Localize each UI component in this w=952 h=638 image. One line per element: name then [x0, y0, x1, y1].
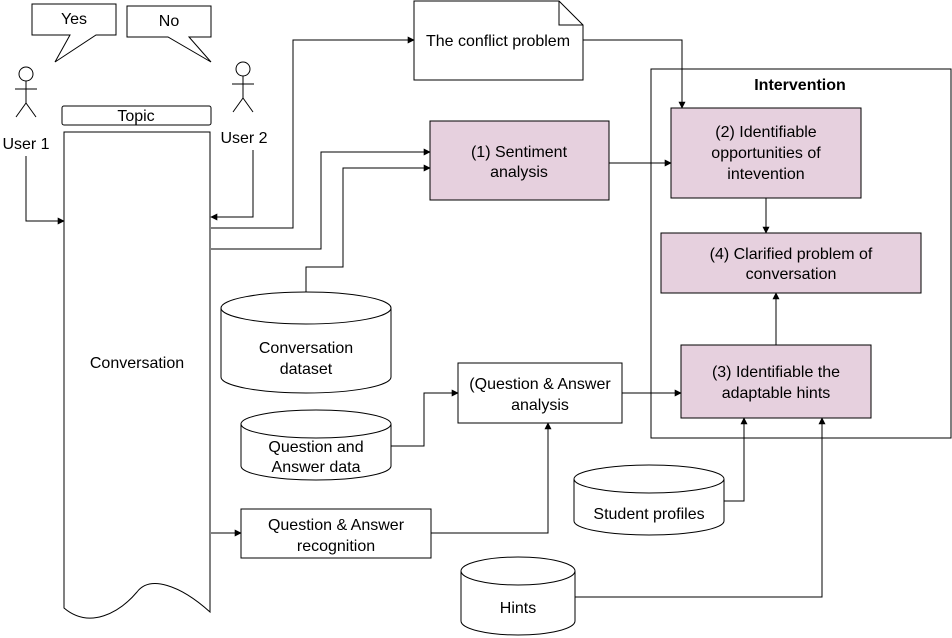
user1-actor-icon: [15, 66, 37, 118]
sentiment-analysis-box: [429, 120, 610, 201]
arrow-qadata-qaanalysis: [391, 389, 459, 447]
arrow-conversation-sentiment: [211, 148, 431, 250]
student-profiles-label: Student profiles: [593, 506, 704, 523]
conflict-problem-note: The conflict problem: [413, 0, 584, 81]
qa-data-line1: Question and: [268, 439, 363, 456]
conv-dataset-line1: Conversation: [259, 340, 353, 357]
arrow-user1-conversation: [25, 156, 65, 225]
speech-bubble-no: No: [126, 5, 212, 63]
user2-label: User 2: [220, 130, 267, 147]
user2-actor-icon: [232, 61, 254, 113]
conversation-box: [63, 131, 211, 619]
hints-identify-line2: adaptable hints: [722, 385, 831, 402]
qa-analysis-line2: analysis: [511, 397, 569, 414]
hints-identify-line1: (3) Identifiable the: [712, 364, 840, 381]
opportunities-line1: (2) Identifiable: [715, 124, 816, 141]
qa-data-line2: Answer data: [272, 459, 361, 476]
qa-analysis-box: [457, 362, 623, 424]
qa-recognition-line1: Question & Answer: [268, 517, 405, 534]
sentiment-line1: (1) Sentiment: [471, 144, 568, 161]
clarified-problem-box: [660, 232, 922, 294]
conversation-label: Conversation: [90, 355, 184, 372]
opportunities-line2: opportunities of: [711, 145, 821, 162]
conv-dataset-line2: dataset: [280, 361, 333, 378]
qa-analysis-line1: (Question & Answer: [469, 376, 611, 393]
hints-cylinder: Hints: [460, 556, 576, 636]
sentiment-line2: analysis: [490, 164, 548, 181]
arrow-user2-conversation: [210, 150, 254, 221]
opportunities-box: [670, 107, 862, 199]
topic-label: Topic: [117, 108, 154, 125]
arrow-conversation-conflict: [211, 36, 415, 229]
arrow-conflict-opportunities: [583, 39, 686, 109]
arrow-dataset-sentiment: [305, 164, 431, 292]
conflict-problem-label: The conflict problem: [426, 33, 570, 50]
topic-box: [61, 105, 212, 126]
conversation-dataset-cylinder: Conversation dataset: [220, 291, 392, 394]
speech-bubble-yes: Yes: [31, 3, 117, 63]
arrow-qarecognition-qaanalysis: [431, 422, 552, 534]
opportunities-line3: intevention: [727, 166, 804, 183]
arrow-hints-hintsidentify: [575, 417, 826, 598]
arrow-profiles-hints: [724, 417, 748, 502]
clarified-line2: conversation: [746, 266, 837, 283]
student-profiles-cylinder: Student profiles: [573, 464, 725, 536]
clarified-line1: (4) Clarified problem of: [710, 246, 873, 263]
bubble-yes-text: Yes: [61, 11, 87, 28]
intervention-title: Intervention: [754, 77, 846, 94]
qa-data-cylinder: Question and Answer data: [240, 409, 392, 481]
qa-recognition-line2: recognition: [297, 538, 375, 555]
bubble-no-text: No: [159, 13, 180, 30]
adaptable-hints-box: [680, 344, 872, 419]
connectors: [25, 36, 826, 598]
hints-label: Hints: [500, 600, 536, 617]
user1-label: User 1: [2, 136, 49, 153]
